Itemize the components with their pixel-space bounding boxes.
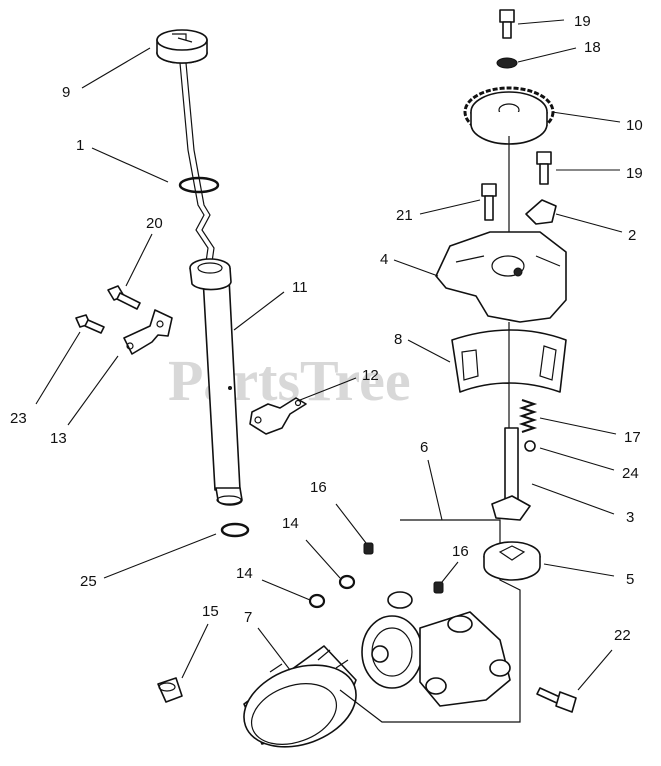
tube-clip-part-12[interactable] [249,397,307,435]
o-ring-part-1[interactable] [178,176,220,194]
bolt-part-20[interactable] [107,285,141,310]
callout-22[interactable]: 22 [614,627,631,644]
pump-shaft-part-3[interactable] [491,427,531,521]
callout-5[interactable]: 5 [626,571,634,588]
o-ring-part-14b[interactable] [338,574,356,590]
callout-9[interactable]: 9 [62,84,70,101]
callout-4[interactable]: 4 [380,251,388,268]
bracket-part-13[interactable] [123,309,173,355]
callout-10[interactable]: 10 [626,117,643,134]
callout-19b[interactable]: 19 [626,165,643,182]
callout-7[interactable]: 7 [244,609,252,626]
callout-13[interactable]: 13 [50,430,67,447]
callout-11[interactable]: 11 [292,279,308,296]
dipstick-rod [179,62,215,263]
drain-plug-part-15[interactable] [157,677,183,703]
callout-24[interactable]: 24 [622,465,639,482]
callout-23[interactable]: 23 [10,410,27,427]
callout-17[interactable]: 17 [624,429,641,446]
callout-6[interactable]: 6 [420,439,428,456]
oil-filter-part-7[interactable] [233,645,368,762]
callout-20[interactable]: 20 [146,215,163,232]
plug-part-16a[interactable] [363,542,374,555]
callout-3[interactable]: 3 [626,509,634,526]
callout-18[interactable]: 18 [584,39,601,56]
callout-19a[interactable]: 19 [574,13,591,30]
washer-part-18[interactable] [496,57,518,69]
gear-part-10[interactable] [463,86,555,145]
bolt-part-23[interactable] [75,314,105,334]
spring-part-17[interactable] [518,399,538,433]
oil-pump-housing-part-4[interactable] [435,231,567,323]
plate-part-2[interactable] [525,199,557,225]
bolt-part-19a[interactable] [499,9,515,39]
callout-labels: 9 1 20 23 13 11 12 25 15 7 14 14 16 16 6… [10,13,643,644]
bolt-part-19b[interactable] [536,151,552,185]
callout-15[interactable]: 15 [202,603,219,620]
o-ring-part-14a[interactable] [308,593,326,609]
ball-part-24[interactable] [524,440,536,452]
callout-16a[interactable]: 16 [310,479,327,496]
callout-14b[interactable]: 14 [282,515,299,532]
callout-16b[interactable]: 16 [452,543,469,560]
leader-lines [35,19,623,691]
plug-part-16b[interactable] [433,581,444,594]
filter-adapter-part-6[interactable] [339,519,521,723]
callout-14a[interactable]: 14 [236,565,253,582]
rotor-part-5[interactable] [483,541,541,581]
callout-8[interactable]: 8 [394,331,402,348]
callout-2[interactable]: 2 [628,227,636,244]
callout-25[interactable]: 25 [80,573,97,590]
callout-12[interactable]: 12 [362,367,379,384]
callout-21[interactable]: 21 [396,207,413,224]
callout-1[interactable]: 1 [76,137,84,154]
bolt-part-21[interactable] [481,183,497,221]
dipstick-cap-part[interactable] [156,29,208,64]
o-ring-part-25[interactable] [220,522,250,538]
dipstick-tube-part[interactable] [189,258,243,506]
bolt-part-22[interactable] [536,687,577,713]
